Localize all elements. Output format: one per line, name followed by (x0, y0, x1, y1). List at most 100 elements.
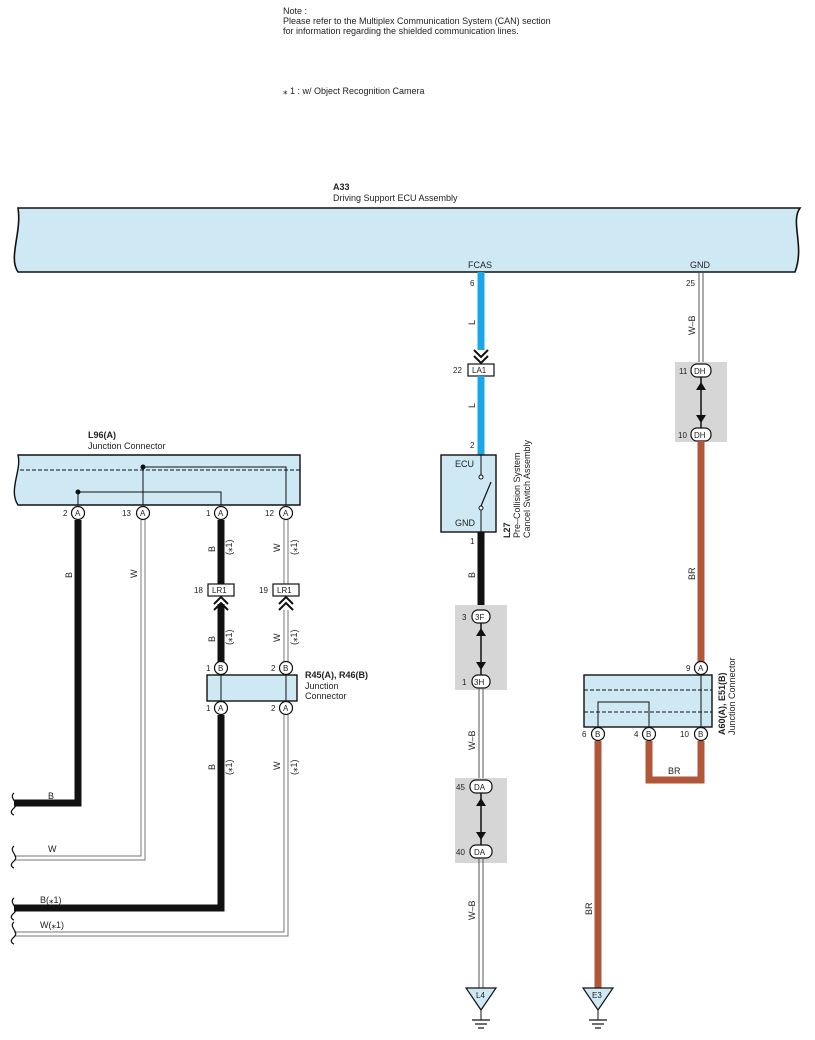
wire-label-star-4: (⁎1) (289, 629, 299, 645)
a60-pin6-num: 6 (582, 730, 587, 739)
l96-internal-a (143, 466, 287, 505)
r45-pin1-bottom (213, 700, 229, 716)
wire-label-w-pin12: W (272, 543, 282, 552)
l96-pin2-letter: A (75, 509, 81, 518)
la1-pin: 22 (453, 366, 462, 375)
l27-term-gnd: GND (455, 518, 476, 528)
r45-pin1-top-num: 1 (206, 664, 211, 673)
wire-label-star-2: (⁎1) (224, 629, 234, 645)
wire-label-b-l27: B (467, 572, 477, 578)
wire-label-w-pin13: W (129, 569, 139, 578)
a60-pin9-letter: A (698, 664, 704, 673)
l27-code: L27 (502, 522, 512, 538)
footnote: ⁎ 1 : w/ Object Recognition Camera (283, 86, 425, 96)
lr1-left-pin: 18 (194, 586, 203, 595)
l96-pin12 (278, 505, 294, 521)
3f-arrow-up (476, 628, 486, 636)
wire-label-b-star-left: B(⁎1) (40, 895, 62, 905)
r45-name-2: Connector (305, 691, 347, 701)
wire-label-b-left: B (48, 791, 54, 801)
wire-label-br-loop: BR (668, 766, 681, 776)
l96-pin12-num: 12 (265, 509, 274, 518)
wire-label-w-left: W (48, 844, 57, 854)
wire-b-pin2 (14, 520, 82, 807)
r45-name-1: Junction (305, 681, 339, 691)
da-arrow-up (476, 798, 486, 806)
dh-top-code: DH (694, 367, 706, 376)
lr1-right-code: LR1 (277, 586, 292, 595)
a60-pin6-letter: B (595, 730, 600, 739)
3f-code: 3F (475, 613, 484, 622)
a60-connector-box (583, 674, 713, 728)
r45-pin2-bottom (278, 700, 294, 716)
l96-connector-box (13, 454, 301, 506)
l27-pin-top: 2 (470, 441, 475, 450)
wire-label-l-1: L (467, 320, 477, 325)
l96-pin2 (70, 505, 86, 521)
ground-l4-symbol (464, 987, 498, 1012)
dh-bottom-pin: 10 (678, 431, 687, 440)
wire-label-star-1: (⁎1) (224, 539, 234, 555)
a60-pin9-num: 9 (686, 664, 691, 673)
wire-w-pin13-b (14, 520, 146, 861)
ground-e3-symbol (581, 987, 615, 1012)
continuation-mark-b-star (10, 897, 17, 921)
note-line1: Please refer to the Multiplex Communicat… (283, 16, 551, 26)
r45-pin2-top-letter: B (283, 664, 288, 673)
a60-pin10-num: 10 (680, 730, 689, 739)
ground-e3-label: E3 (592, 991, 602, 1000)
ground-l4-label: L4 (476, 991, 485, 1000)
ecu-name: Driving Support ECU Assembly (333, 193, 458, 203)
l27-pin-bottom: 1 (470, 537, 475, 546)
wire-label-star-5: (⁎1) (224, 759, 234, 775)
da-arrow-down (476, 832, 486, 840)
wire-label-b-pin1: B (207, 546, 217, 552)
wire-br-loop (645, 741, 705, 784)
l27-term-ecu: ECU (455, 459, 474, 469)
wire-label-wb-2: W–B (467, 900, 477, 920)
ecu-box (13, 207, 802, 273)
da-bottom-connector (469, 844, 493, 859)
continuation-mark-w-star (10, 921, 17, 945)
l27-name-2: Cancel Switch Assembly (522, 439, 532, 538)
dh-arrow-down (696, 415, 706, 423)
da-top-pin: 45 (456, 783, 465, 792)
note-title: Note : (283, 6, 307, 16)
wire-label-w-r45: W (272, 761, 282, 770)
dh-top-pin: 11 (679, 367, 688, 376)
da-bottom-code: DA (474, 848, 486, 857)
ecu-terminal-gnd: GND (690, 260, 711, 270)
a60-pin4 (641, 726, 657, 742)
l96-pin12-letter: A (283, 509, 289, 518)
r45-connector-box (206, 674, 298, 702)
lr1-right-pin: 19 (259, 586, 268, 595)
l27-name-1: Pre–Collision System (512, 452, 522, 538)
l96-pin1 (213, 505, 229, 521)
ecu-pin-fcas: 6 (470, 279, 475, 288)
l96-pin2-num: 2 (63, 509, 68, 518)
wire-w-star-out-a (14, 715, 285, 933)
r45-pin1-bottom-num: 1 (206, 704, 211, 713)
a60-pin4-letter: B (646, 730, 651, 739)
lr1-left-arrow (213, 595, 229, 611)
wire-w-pin13-a (14, 520, 142, 857)
l96-pin13 (135, 505, 151, 521)
a60-pin10 (693, 726, 709, 742)
r45-pin1-bottom-letter: A (218, 704, 224, 713)
a60-pin6 (590, 726, 606, 742)
r45-pin2-bottom-letter: A (283, 704, 289, 713)
wire-label-wb-1: W–B (467, 730, 477, 750)
l96-pin1-num: 1 (206, 509, 211, 518)
a60-name: Junction Connector (727, 657, 737, 735)
continuation-mark-b (10, 792, 17, 816)
continuation-mark-w (10, 845, 17, 869)
wire-b-star-out (14, 715, 225, 912)
l96-pin13-num: 13 (122, 509, 131, 518)
note-line2: for information regarding the shielded c… (283, 26, 519, 36)
wire-label-l-2: L (467, 403, 477, 408)
wire-label-star-6: (⁎1) (289, 759, 299, 775)
a60-code: A60(A), E51(B) (717, 672, 727, 735)
ecu-code: A33 (333, 182, 350, 192)
l96-code: L96(A) (88, 430, 116, 440)
